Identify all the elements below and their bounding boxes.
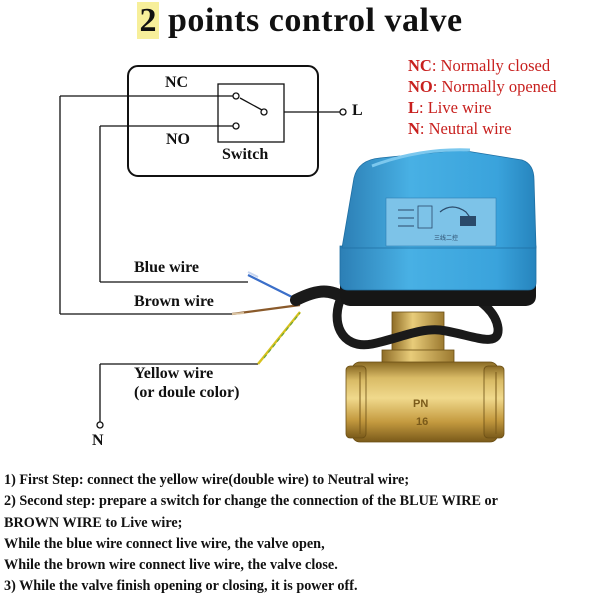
legend: NC: Normally closed NO: Normally opened …: [408, 55, 556, 139]
neutral-terminal: [96, 421, 104, 429]
nc-label: NC: [165, 74, 189, 91]
instructions: 1) First Step: connect the yellow wire(d…: [4, 470, 498, 598]
title-number: 2: [137, 2, 159, 39]
yellow-wire: [257, 311, 301, 365]
legend-item-no: NO: Normally opened: [408, 77, 557, 96]
instruction-step: 1) First Step: connect the yellow wire(d…: [4, 472, 410, 488]
actuator-label-text: 三线二控: [434, 234, 458, 242]
diagram-title: 2 points control valve: [0, 2, 600, 40]
actuator: 三线二控: [339, 148, 537, 306]
valve-body: PN 16: [345, 311, 505, 443]
switch-label: Switch: [222, 146, 269, 163]
legend-item-nc: NC: Normally closed: [408, 56, 551, 75]
switch-blade: [239, 97, 263, 111]
no-label: NO: [166, 131, 190, 148]
actuator-label-plate: [385, 197, 497, 247]
live-label: L: [352, 102, 363, 119]
blue-wire: [247, 274, 299, 301]
instruction-step: 2) Second step: prepare a switch for cha…: [4, 493, 498, 510]
live-terminal: [339, 108, 347, 116]
neutral-label: N: [92, 432, 104, 449]
wiring-diagram: PN 16 三线二控: [59, 65, 537, 443]
yellow-wire-note: (or doule color): [134, 384, 240, 401]
instruction-step: While the brown wire connect live wire, …: [4, 557, 338, 574]
valve-marking-16: 16: [416, 416, 428, 428]
brown-wire-label: Brown wire: [134, 293, 214, 310]
switch-box: [127, 65, 319, 177]
yellow-wire-label: Yellow wire: [134, 365, 214, 382]
legend-item-l: L: Live wire: [408, 98, 492, 117]
valve-marking-pn: PN: [413, 398, 428, 410]
switch-symbol: [217, 83, 285, 143]
legend-item-n: N: Neutral wire: [408, 119, 512, 138]
instruction-step: BROWN WIRE to Live wire;: [4, 514, 183, 531]
blue-wire-label: Blue wire: [134, 259, 200, 276]
instruction-step: While the blue wire connect live wire, t…: [4, 535, 325, 552]
instruction-step: 3) While the valve finish opening or clo…: [4, 578, 358, 595]
title-text: points control valve: [158, 2, 463, 39]
